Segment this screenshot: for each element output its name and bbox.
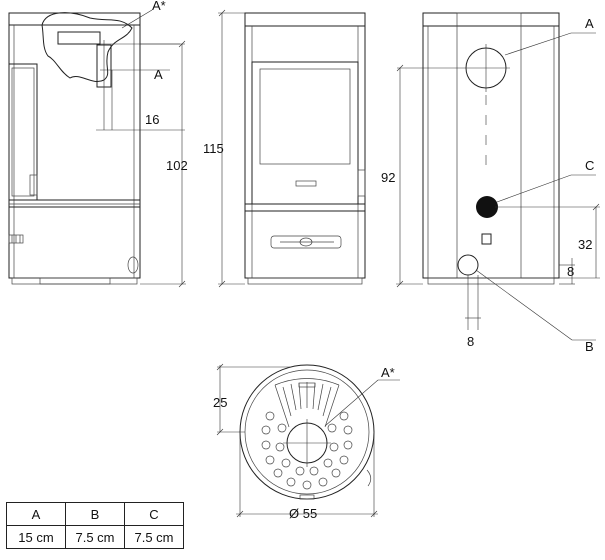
side-dim-height: 102 <box>166 158 188 173</box>
rear-label-a: A <box>585 16 594 31</box>
table-header-cell: C <box>124 502 184 526</box>
front-dim-height: 115 <box>203 141 224 156</box>
rear-dim-a-height: 92 <box>381 170 395 185</box>
top-label-a-star: A* <box>381 365 395 380</box>
side-dim-offset: 16 <box>145 112 159 127</box>
table-header-cell: A <box>6 502 66 526</box>
rear-label-b: B <box>585 339 594 354</box>
side-label-a: A <box>154 67 163 82</box>
table-header-cell: B <box>65 502 125 526</box>
table-row: 15 cm 7.5 cm 7.5 cm <box>6 525 184 549</box>
rear-label-c: C <box>585 158 594 173</box>
rear-dim-c-height: 32 <box>578 237 592 252</box>
rear-view <box>396 12 600 341</box>
side-view <box>8 9 186 288</box>
connection-sizes-table: A B C 15 cm 7.5 cm 7.5 cm <box>6 502 184 549</box>
rear-dim-b-height: 8 <box>567 264 574 279</box>
front-view <box>218 9 366 288</box>
table-cell: 7.5 cm <box>124 525 184 549</box>
table-cell: 7.5 cm <box>65 525 125 549</box>
vent-holes <box>261 411 353 490</box>
top-view <box>216 363 400 518</box>
top-dim-diameter: Ø 55 <box>289 506 317 521</box>
side-label-a-star: A* <box>152 0 166 13</box>
table-header-row: A B C <box>6 502 184 526</box>
rear-dim-b-offset: 8 <box>467 334 474 349</box>
table-cell: 15 cm <box>6 525 66 549</box>
top-dim-depth: 25 <box>213 395 227 410</box>
